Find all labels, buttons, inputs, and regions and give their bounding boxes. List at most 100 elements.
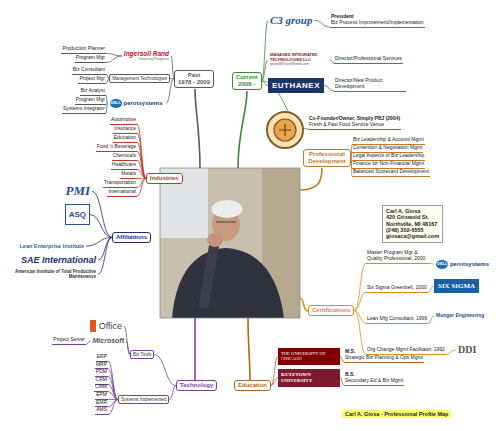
topic-text: perotsystems xyxy=(123,100,162,107)
leaf-topic: Lean Mfg Consultant, 1999 xyxy=(366,316,428,324)
leaf-topic: CRM xyxy=(95,377,108,385)
topic-text: www.MITtechWorld.com xyxy=(270,62,328,66)
topic-text: Microsoft xyxy=(93,337,125,345)
branch-topic: Affiliations xyxy=(112,232,151,243)
topic-text: Munger Engineering xyxy=(436,313,484,319)
topic-text: Metals xyxy=(121,171,136,177)
topic-text: Healthcare xyxy=(112,162,136,168)
topic-text: Management Technologies xyxy=(112,76,167,81)
leaf-topic: Biz Consultant xyxy=(72,67,106,75)
branch-connector xyxy=(124,326,130,354)
branch-connector xyxy=(137,151,146,178)
topic-text: ERP xyxy=(97,354,107,360)
branch-connector xyxy=(108,384,118,399)
company-logo: PMI xyxy=(63,183,92,200)
topic-text: PMI xyxy=(65,184,90,199)
topic-text: Director/New Product Development xyxy=(335,78,405,90)
company-logo: Lean Enterprise Institute xyxy=(18,242,87,250)
map-title: Carl A. Giosa - Professional Profile Map xyxy=(342,410,451,418)
topic-text: Six Sigma Greenbelt, 2000 xyxy=(367,285,427,291)
topic-text: PDM xyxy=(96,369,107,375)
company-logo: C3 group xyxy=(268,13,315,28)
topic-text: Production Planner xyxy=(62,46,105,52)
topic-text: Project Server xyxy=(53,337,85,343)
branch-connector xyxy=(428,316,434,323)
topic-text: Director/Professional Services xyxy=(335,56,402,62)
topic-text: Lean Mfg Consultant, 1999 xyxy=(367,316,427,322)
branch-connector xyxy=(262,20,268,81)
leaf-topic: ERP xyxy=(96,354,108,362)
topic-text: Insurance xyxy=(114,126,136,132)
leaf-topic: Biz Leadership & Account Mgmt xyxy=(352,137,425,145)
branch-connector xyxy=(92,191,112,237)
branch-connector xyxy=(137,124,146,178)
branch-topic: Current2008 - xyxy=(232,72,262,90)
topic-text: SAE International xyxy=(21,255,96,265)
topic-text: C3 group xyxy=(270,14,313,27)
company-logo: DELLperotsystems xyxy=(108,93,166,113)
topic-text: 1978 - 2009 xyxy=(178,79,210,86)
leaf-topic: Healthcare xyxy=(111,162,137,170)
leaf-topic: Production Planner xyxy=(61,46,106,54)
topic-text: Food 'n Beverage xyxy=(97,144,136,150)
company-logo: SAE International xyxy=(19,254,98,266)
branch-line xyxy=(248,318,250,380)
topic-text: DDI xyxy=(458,344,476,356)
topic-text: Balanced Scorecard Development xyxy=(353,169,429,175)
topic-text: Chemicals xyxy=(113,153,136,159)
topic-text: EPM xyxy=(96,392,107,398)
branch-line xyxy=(238,91,247,168)
leaf-topic: Director/Professional Services xyxy=(334,56,403,64)
topic-text: DELL xyxy=(110,99,122,108)
topic-text: KUTZTOWN UNIVERSITY xyxy=(281,372,337,384)
subtopic-box: Management Technologies xyxy=(109,74,170,83)
topic-text: Affiliations xyxy=(116,234,147,241)
leaf-topic: PresidentBiz Process Improvement/Impleme… xyxy=(330,14,425,28)
leaf-topic: Program Mgr xyxy=(75,55,106,63)
branch-connector xyxy=(98,237,112,274)
topic-text: Inspiring Progress xyxy=(124,57,169,61)
topic-text: Biz Consultant xyxy=(73,67,105,73)
leaf-topic: AMS xyxy=(95,407,108,415)
branch-connector xyxy=(430,263,434,264)
leaf-topic: Education xyxy=(113,135,137,143)
topic-text: Legal Aspects of Biz Leadership xyxy=(353,153,424,159)
leaf-topic: B.S.Secondary Ed & Biz Mgmt xyxy=(344,372,404,386)
leaf-topic: Org Change Mgmt Facilitator, 1992 xyxy=(366,347,446,355)
company-logo: American Institute of Total Productive M… xyxy=(8,268,98,280)
topic-text: MANAGED INTEGRATED TECHNOLOGIES LLC xyxy=(270,53,328,62)
branch-connector xyxy=(108,361,118,399)
topic-text: Fresh & Fast Food Service Venue xyxy=(309,122,400,128)
branch-connector xyxy=(354,263,366,310)
topic-text: Current xyxy=(236,74,258,81)
leaf-topic: Master Program Mgr & Quality Professiona… xyxy=(366,250,430,264)
topic-text: EUTHANEX xyxy=(272,81,320,90)
topic-text: Carl A. Giosa xyxy=(386,208,439,214)
food-venue-logo xyxy=(267,112,303,148)
topic-text: International xyxy=(108,189,136,195)
leaf-topic: Metals xyxy=(120,171,137,179)
branch-connector xyxy=(108,377,118,400)
company-logo: Microsoft xyxy=(91,336,127,346)
topic-text: Contention & Negotiation Mgmt xyxy=(353,145,422,151)
leaf-topic: Project Server xyxy=(52,337,86,345)
leaf-topic: Biz Analyst xyxy=(80,88,106,96)
leaf-topic: Food 'n Beverage xyxy=(96,144,137,152)
topic-text: Industries xyxy=(150,175,179,182)
topic-text: Program Mgr xyxy=(76,55,105,61)
leaf-topic: EPM xyxy=(95,392,108,400)
topic-text: 420 Griswold St. xyxy=(386,214,439,220)
branch-connector xyxy=(108,400,118,415)
branch-topic: Education xyxy=(234,380,271,391)
company-logo: ASQ xyxy=(65,204,90,225)
leaf-topic: EMR xyxy=(95,400,108,408)
leaf-topic: Transportation xyxy=(103,180,137,188)
topic-text: Education xyxy=(114,135,136,141)
branch-topic: Past1978 - 2009 xyxy=(174,70,214,88)
food-venue-logo-mark xyxy=(279,124,291,136)
topic-text: Automotive xyxy=(111,117,136,123)
topic-text: Certifications xyxy=(312,307,350,314)
branch-topic: Professional Development xyxy=(303,149,351,167)
branch-connector xyxy=(137,142,146,178)
